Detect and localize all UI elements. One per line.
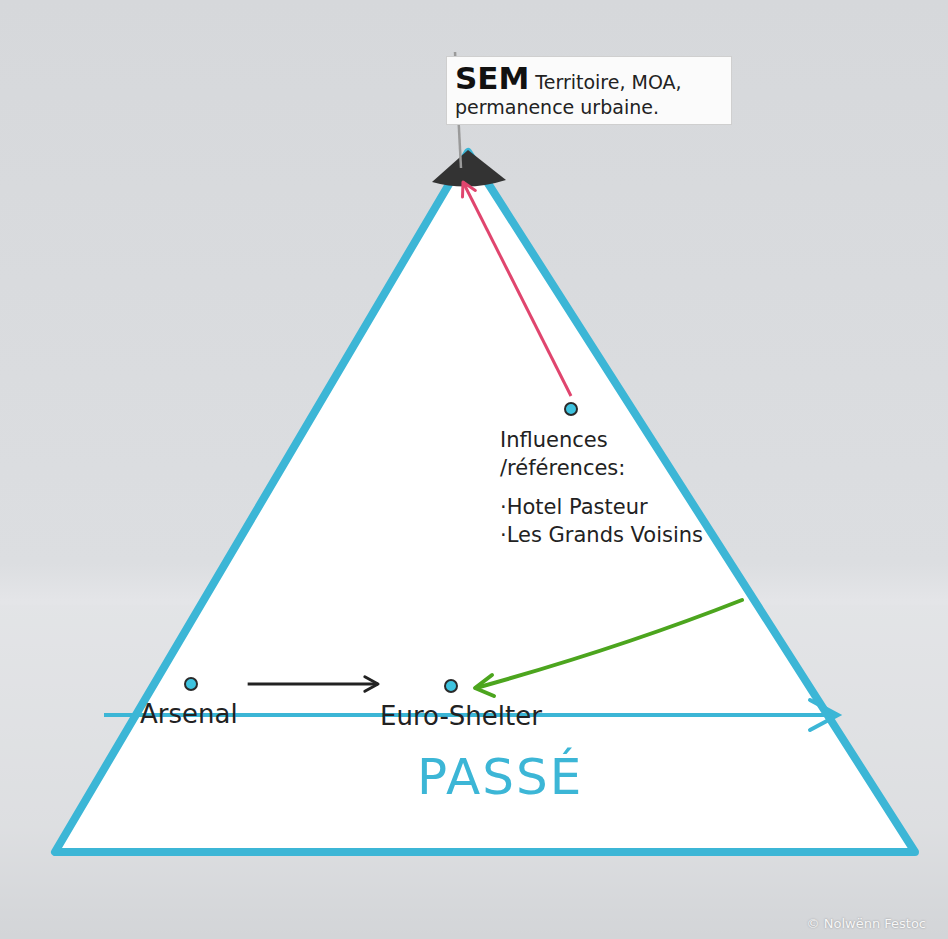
text-group: Arsenal — [140, 699, 238, 729]
note-item: ·Les Grands Voisins — [500, 521, 740, 549]
flag-paper: SEMTerritoire, MOA, permanence urbaine. — [446, 56, 732, 125]
arrow-head — [365, 677, 378, 691]
text-group: Euro-Shelter — [380, 701, 542, 731]
arrow-head — [463, 182, 476, 197]
note-heading: Influences /références: — [500, 426, 650, 483]
project-label: Arsenal — [140, 677, 238, 729]
green-arrow — [476, 600, 742, 688]
time-axis-head — [810, 700, 838, 730]
note-item: ·Hotel Pasteur — [500, 493, 740, 521]
green-arrow-head — [475, 675, 494, 696]
text-group: Influences /références: ·Hotel Pasteur·Le… — [500, 426, 740, 549]
project-name: Arsenal — [140, 699, 238, 729]
point-marker — [444, 679, 458, 693]
reference-note: Influences /références: ·Hotel Pasteur·Le… — [500, 402, 740, 549]
project-name: Euro-Shelter — [380, 701, 542, 731]
project-label: Euro-Shelter — [380, 679, 542, 731]
point-marker — [564, 402, 578, 416]
point-marker — [184, 677, 198, 691]
pyramid-face — [55, 152, 915, 852]
flag-heading: SEM — [455, 60, 529, 96]
connector-line — [463, 182, 571, 396]
arrow-connector — [248, 677, 378, 691]
band-label: PASSÉ — [417, 748, 583, 806]
flag-note: SEMTerritoire, MOA, permanence urbaine. — [446, 56, 732, 182]
arrow-connector — [463, 182, 571, 396]
watermark: © Nolwënn Festoc — [807, 916, 926, 931]
apex-cap — [432, 150, 506, 187]
connector-line — [248, 683, 378, 686]
